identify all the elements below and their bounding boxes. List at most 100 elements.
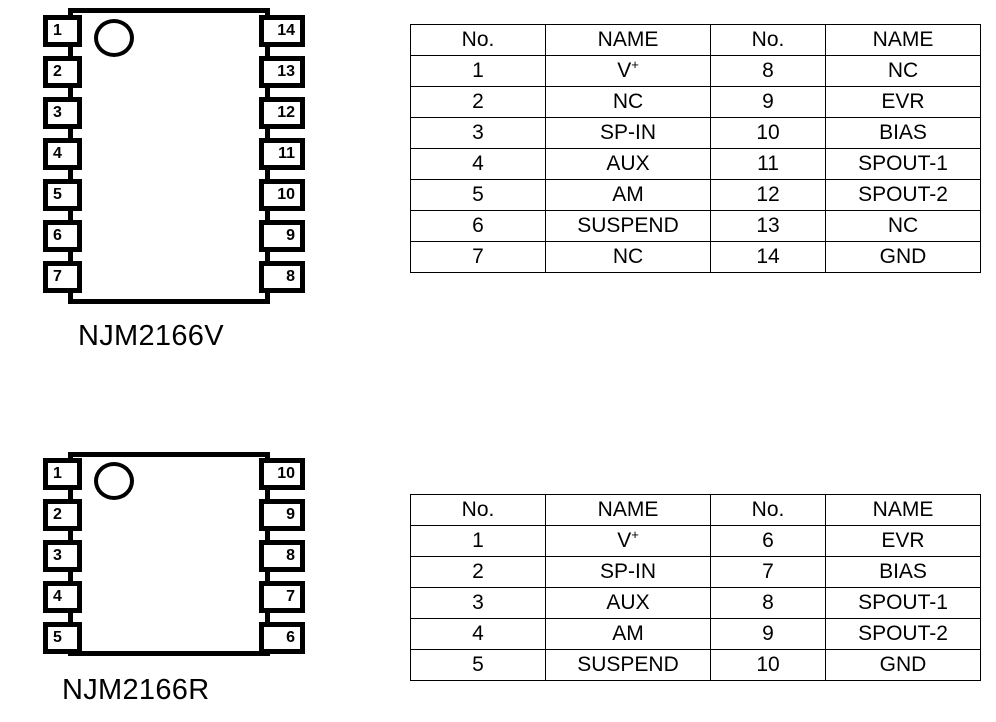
pin-number-cell: 3	[410, 117, 546, 149]
pin-njm2166r-8: 8	[259, 540, 305, 572]
pin-name-cell: SP-IN	[545, 556, 711, 588]
pin-njm2166r-2: 2	[43, 499, 82, 531]
pin-name-cell: GND	[825, 649, 981, 681]
pin-njm2166v-8: 8	[259, 261, 305, 293]
pin-name-cell: NC	[825, 210, 981, 242]
pin-number-cell: 14	[710, 241, 826, 273]
pin-name-cell: V+	[545, 55, 711, 87]
pin-name-cell: BIAS	[825, 556, 981, 588]
pin-number: 4	[53, 145, 62, 162]
pin-name-cell: SPOUT-1	[825, 587, 981, 619]
pin-number-cell: 4	[410, 618, 546, 650]
pin-njm2166v-6: 6	[43, 220, 82, 252]
pin-number-cell: 5	[410, 649, 546, 681]
pin-njm2166v-4: 4	[43, 138, 82, 170]
pin-number-cell: 7	[710, 556, 826, 588]
pin-njm2166v-10: 10	[259, 179, 305, 211]
pin-number-cell: 9	[710, 86, 826, 118]
pin-number: 6	[286, 629, 295, 646]
column-header-1: No.	[410, 494, 546, 526]
pin-name-cell: AUX	[545, 148, 711, 180]
pin-number-cell: 10	[710, 117, 826, 149]
pin-njm2166r-10: 10	[259, 458, 305, 490]
pin1-indicator-circle-njm2166r	[94, 462, 134, 500]
pin-number-cell: 8	[710, 55, 826, 87]
pin-number: 7	[53, 268, 62, 285]
pin-number-cell: 8	[710, 587, 826, 619]
pin-name-cell: AM	[545, 618, 711, 650]
pin-number-cell: 1	[410, 525, 546, 557]
pin-number-cell: 6	[410, 210, 546, 242]
pin-njm2166r-1: 1	[43, 458, 82, 490]
pin-number: 7	[286, 588, 295, 605]
pin-name-cell: NC	[825, 55, 981, 87]
pin-name-cell: SP-IN	[545, 117, 711, 149]
pin-number: 13	[277, 63, 295, 80]
column-header-3: No.	[710, 494, 826, 526]
pin-njm2166v-3: 3	[43, 97, 82, 129]
pin-njm2166r-5: 5	[43, 622, 82, 654]
pin-njm2166r-3: 3	[43, 540, 82, 572]
pin-number: 9	[286, 227, 295, 244]
pin-number-cell: 11	[710, 148, 826, 180]
pin-number-cell: 3	[410, 587, 546, 619]
pin-number-cell: 13	[710, 210, 826, 242]
package-body-njm2166v	[68, 8, 270, 304]
pin-njm2166v-7: 7	[43, 261, 82, 293]
pin-name-cell: V+	[545, 525, 711, 557]
pin-number-cell: 1	[410, 55, 546, 87]
pin-name-cell: SUSPEND	[545, 649, 711, 681]
pin-number: 5	[53, 186, 62, 203]
pin-number-cell: 12	[710, 179, 826, 211]
pin-njm2166r-9: 9	[259, 499, 305, 531]
pin-number: 11	[278, 145, 295, 162]
pin-number: 12	[277, 104, 295, 121]
pin-number: 1	[53, 22, 62, 39]
pin-number: 9	[286, 506, 295, 523]
package-label-njm2166r: NJM2166R	[62, 674, 210, 706]
pin-name-cell: SPOUT-1	[825, 148, 981, 180]
pin-number-cell: 4	[410, 148, 546, 180]
pin-number-cell: 5	[410, 179, 546, 211]
pin-number-cell: 2	[410, 556, 546, 588]
pin-number: 2	[53, 506, 62, 523]
pin-name-cell: BIAS	[825, 117, 981, 149]
package-label-njm2166v: NJM2166V	[78, 320, 224, 352]
column-header-3: No.	[710, 24, 826, 56]
pin-number: 5	[53, 629, 62, 646]
pin-name-cell: AUX	[545, 587, 711, 619]
pin-number: 4	[53, 588, 62, 605]
pin-name-cell: NC	[545, 241, 711, 273]
pin-njm2166r-7: 7	[259, 581, 305, 613]
pin-number: 3	[53, 547, 62, 564]
pin-name-cell: NC	[545, 86, 711, 118]
pin-number: 1	[53, 465, 62, 482]
pin-njm2166r-4: 4	[43, 581, 82, 613]
pin-number-cell: 2	[410, 86, 546, 118]
pin-name-cell: SPOUT-2	[825, 618, 981, 650]
pin-name-cell: GND	[825, 241, 981, 273]
pin-number: 6	[53, 227, 62, 244]
pin-name-cell: EVR	[825, 525, 981, 557]
pin-name-cell: EVR	[825, 86, 981, 118]
pin-name-cell: SPOUT-2	[825, 179, 981, 211]
column-header-2: NAME	[545, 494, 711, 526]
column-header-4: NAME	[825, 24, 981, 56]
pin-name-cell: SUSPEND	[545, 210, 711, 242]
pin1-indicator-circle-njm2166v	[94, 19, 134, 57]
pin-number: 14	[277, 22, 295, 39]
pin-number: 8	[286, 268, 295, 285]
